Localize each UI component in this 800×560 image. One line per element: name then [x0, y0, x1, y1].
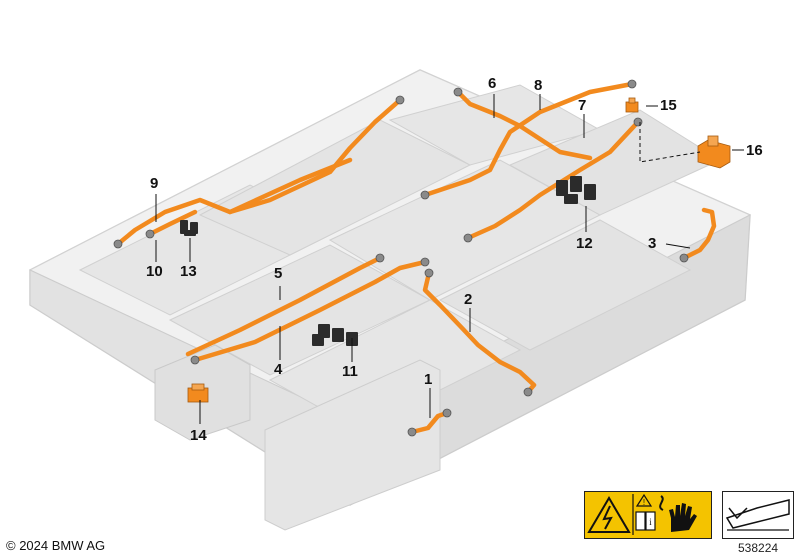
high-voltage-cables	[115, 81, 717, 435]
connector-end	[420, 190, 430, 200]
connector-end	[190, 355, 200, 365]
svg-text:!: !	[643, 498, 645, 507]
callout-16: 16	[746, 142, 763, 159]
connector-end	[375, 253, 385, 263]
dashed-leader	[639, 122, 701, 163]
callout-7: 7	[578, 97, 587, 114]
callout-12: 12	[576, 235, 593, 252]
callout-13: 13	[180, 263, 197, 280]
cable-6	[455, 89, 593, 161]
cable-2	[422, 270, 537, 395]
callout-1: 1	[424, 371, 433, 388]
cable-10	[147, 209, 198, 237]
callout-9: 9	[150, 175, 159, 192]
lifting-ramp-icon	[725, 499, 790, 531]
connector-end	[523, 387, 533, 397]
orange-parts	[187, 97, 731, 403]
cable-3	[681, 207, 717, 261]
cable-7	[465, 119, 641, 241]
part-16	[697, 135, 731, 169]
callout-8: 8	[534, 77, 543, 94]
cable-1	[409, 410, 450, 435]
connector-end	[113, 239, 123, 249]
read-manual-icon: ! i	[635, 493, 656, 531]
bracket-11	[312, 324, 358, 346]
connector-end	[679, 253, 689, 263]
cable-4	[192, 259, 428, 363]
callout-11: 11	[342, 363, 358, 380]
connector-end	[407, 427, 417, 437]
callout-15: 15	[660, 97, 677, 114]
connector-end	[627, 79, 637, 89]
plug-brackets	[180, 176, 596, 346]
callout-5: 5	[274, 265, 283, 282]
callout-3: 3	[648, 235, 657, 252]
connector-end	[463, 233, 473, 243]
warning-pictogram-panel: ! i	[584, 491, 712, 539]
cable-5	[185, 255, 383, 357]
connector-end	[453, 87, 463, 97]
high-voltage-warning-icon	[587, 496, 631, 533]
connector-end	[633, 117, 643, 127]
callout-14: 14	[190, 427, 207, 444]
callout-10: 10	[146, 263, 163, 280]
callout-4: 4	[274, 361, 283, 378]
connector-end	[420, 257, 430, 267]
leader-lines	[155, 94, 744, 424]
cable-main-longitudinal	[227, 157, 353, 215]
callout-6: 6	[488, 75, 497, 92]
part-14	[187, 383, 209, 403]
connector-end	[145, 229, 155, 239]
connector-end	[424, 268, 434, 278]
connector-end	[395, 95, 405, 105]
part-15	[625, 97, 639, 113]
svg-text:i: i	[649, 517, 652, 527]
cable-8	[422, 81, 635, 198]
lifting-ramp-panel	[722, 491, 794, 539]
bracket-13	[180, 220, 198, 236]
cable-connectors	[113, 79, 689, 437]
no-touch-hand-icon	[659, 495, 697, 532]
connector-end	[442, 408, 452, 418]
bracket-12	[556, 176, 596, 204]
document-number: 538224	[738, 541, 779, 555]
callout-2: 2	[464, 291, 473, 308]
battery-housing	[28, 69, 752, 531]
copyright-notice: © 2024 BMW AG	[6, 538, 106, 553]
cable-9	[115, 97, 403, 247]
